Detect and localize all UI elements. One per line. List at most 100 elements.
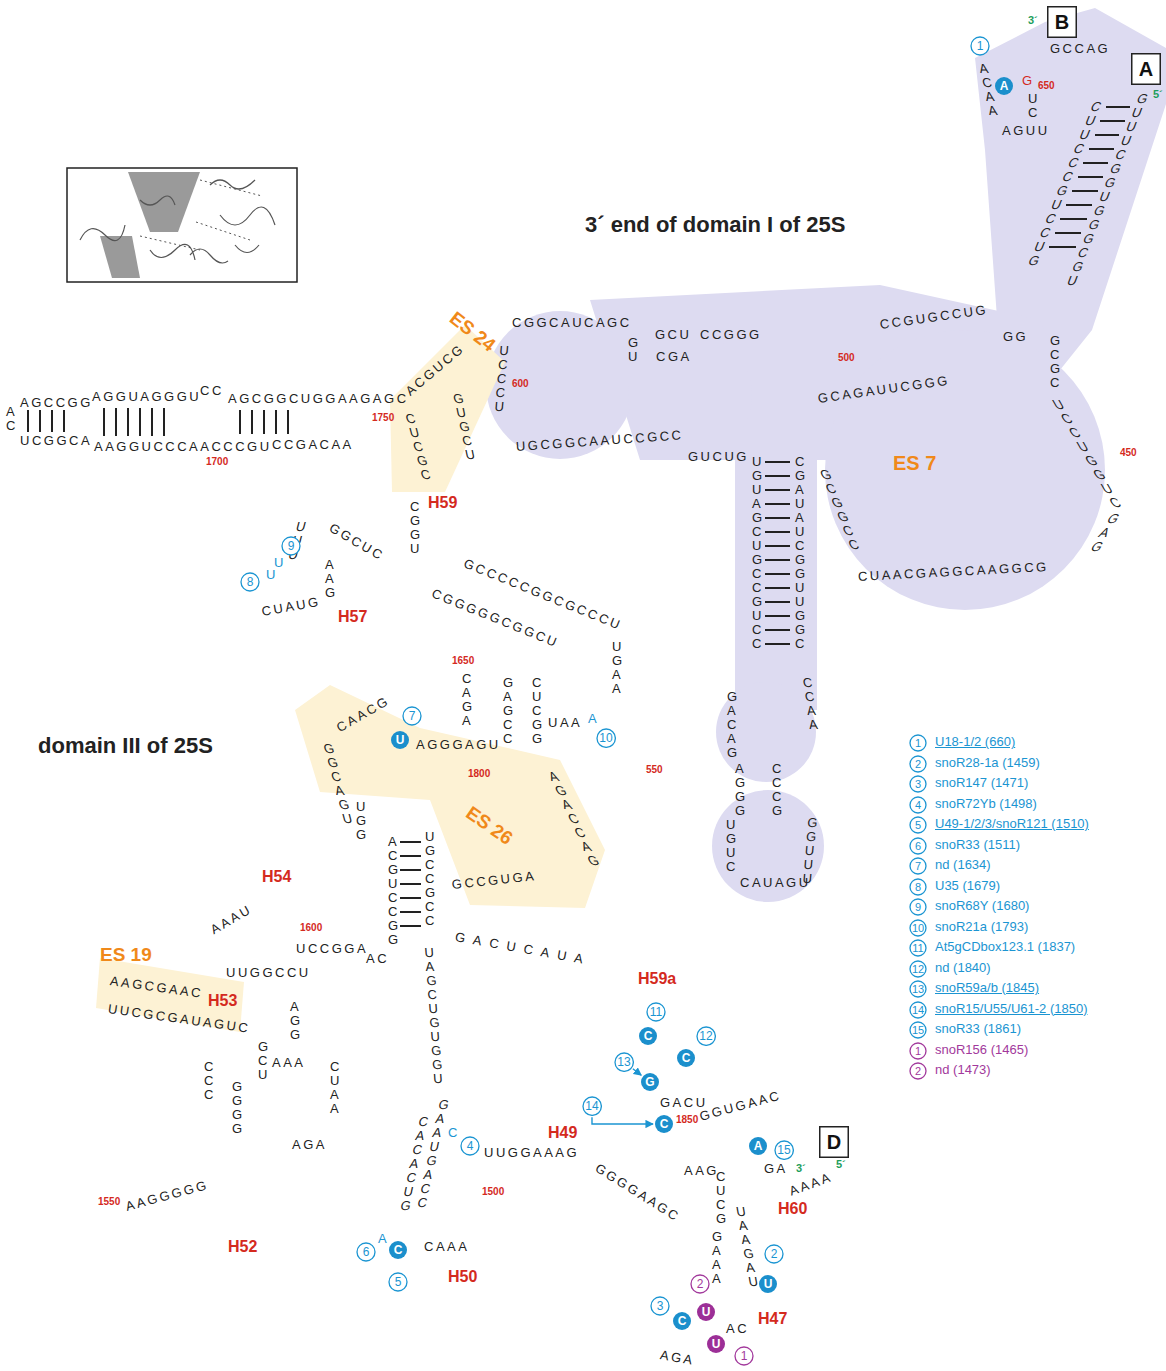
modified-nucleotide: C xyxy=(638,1026,658,1046)
circle-shape xyxy=(241,573,259,591)
legend-entry: snoR21a (1793) xyxy=(935,920,1028,935)
modified-nucleotide-text: C xyxy=(394,1244,403,1256)
sequence-segment: AAAA xyxy=(787,1170,834,1199)
legend-swatch-ring xyxy=(910,961,926,977)
sequence-segment: AGCGGCUGGAAGAGC xyxy=(228,392,409,407)
helix-label: H60 xyxy=(778,1200,807,1218)
callout-number-text: 13 xyxy=(617,1056,630,1068)
position-number: 550 xyxy=(646,764,663,776)
circle-shape xyxy=(775,1141,793,1159)
circle-shape xyxy=(697,1027,715,1045)
sequence-segment: AC xyxy=(366,952,389,967)
callout-number-text: 2 xyxy=(771,1248,778,1260)
modified-nucleotide-text: G xyxy=(645,1076,654,1088)
position-number: 1500 xyxy=(482,1186,504,1198)
inset-thumbnail xyxy=(67,168,297,282)
legend-swatch-ring xyxy=(910,899,926,915)
callout-arrow xyxy=(592,1117,653,1124)
expansion-segment-label: ES 7 xyxy=(893,452,936,475)
circle-shape xyxy=(615,1053,633,1071)
callout-number: 11 xyxy=(646,1002,666,1022)
legend-entry: snoR72Yb (1498) xyxy=(935,797,1037,812)
sequence-segment: CGGCAUCAGC xyxy=(512,316,632,331)
helix-label: H49 xyxy=(548,1124,577,1142)
legend-swatch-ring xyxy=(910,879,926,895)
sequence-segment: CCCG xyxy=(772,762,773,818)
circle-shape xyxy=(639,1027,657,1045)
circle-shape xyxy=(765,1245,783,1263)
sequence-segment: CUAA xyxy=(330,1060,331,1116)
circle-shape xyxy=(357,1243,375,1261)
legend-number: 2 xyxy=(915,1066,921,1077)
legend-swatch-ring xyxy=(910,838,926,854)
callout-number-text: 7 xyxy=(409,710,416,722)
modified-nucleotide: U xyxy=(390,730,410,750)
circle-shape xyxy=(707,1335,725,1353)
callout-number-text: 3 xyxy=(657,1300,664,1312)
strand-end-box-text: D xyxy=(827,1132,841,1152)
legend-entry: nd (1840) xyxy=(935,961,991,976)
sequence-segment: UGAA xyxy=(612,640,613,696)
strand-end-label: 5´ xyxy=(836,1158,846,1171)
strand-end-box: B xyxy=(1047,6,1077,38)
legend-entry: snoR33 (1511) xyxy=(935,838,1020,853)
circle-shape xyxy=(995,77,1013,95)
sequence-segment: CUCGG xyxy=(532,676,533,746)
circle-shape xyxy=(597,729,615,747)
modified-nucleotide: A xyxy=(994,76,1014,96)
sequence-segment: GGUGAAC xyxy=(698,1089,783,1125)
sequence-segment: CAGA xyxy=(462,672,463,728)
legend-swatch-ring xyxy=(910,817,926,833)
circle-shape xyxy=(677,1049,695,1067)
circle-shape xyxy=(461,1137,479,1155)
box-border xyxy=(1048,7,1077,38)
callout-number-text: 10 xyxy=(599,732,612,744)
callout-number: 14 xyxy=(582,1096,602,1116)
legend-entry: At5gCDbox123.1 (1837) xyxy=(935,940,1075,955)
modified-nucleotide: C xyxy=(388,1240,408,1260)
sequence-segment: CGAUAUCGGUUGGC xyxy=(795,455,796,651)
sequence-segment: UGUAGCUGCCGUCC xyxy=(752,455,753,651)
helix-label: H52 xyxy=(228,1238,257,1256)
callout-number-text: 5 xyxy=(395,1276,402,1288)
callout-arrow xyxy=(633,1069,641,1075)
legend-swatch-ring xyxy=(910,858,926,874)
circle-shape xyxy=(391,731,409,749)
helix-label: H59a xyxy=(638,970,676,988)
sequence-segment: CCGGG xyxy=(700,328,762,343)
position-number: 600 xyxy=(512,378,529,390)
callout-number-text: 4 xyxy=(467,1140,474,1152)
modified-nucleotide-text: U xyxy=(396,734,405,746)
sequence-segment: AAGGUCCCAACCCGU xyxy=(94,440,272,455)
sequence-segment: AGGG xyxy=(735,762,736,818)
marked-nucleotide: U xyxy=(266,568,275,583)
modified-nucleotide: G xyxy=(640,1072,660,1092)
circle-shape xyxy=(651,1297,669,1315)
helix-label: H54 xyxy=(262,868,291,886)
marked-nucleotide: A xyxy=(378,1232,387,1247)
callout-number: 13 xyxy=(614,1052,634,1072)
sequence-segment: AGA xyxy=(292,1138,327,1153)
modified-nucleotide: C xyxy=(654,1114,674,1134)
expansion-shading xyxy=(96,325,605,1032)
callout-number-text: 8 xyxy=(247,576,254,588)
base-pair-bars xyxy=(28,107,1130,926)
marked-nucleotide: U xyxy=(274,556,283,571)
legend-entry: snoR15/U55/U61-2 (1850) xyxy=(935,1002,1087,1017)
sequence-segment: CUAUG xyxy=(261,595,322,620)
legend-swatch-ring xyxy=(910,940,926,956)
callout-number: 5 xyxy=(388,1272,408,1292)
legend-swatch-ring xyxy=(910,776,926,792)
callout-number: 2 xyxy=(690,1274,710,1294)
callout-number: 3 xyxy=(650,1296,670,1316)
position-number: 1850 xyxy=(676,1114,698,1126)
legend-number: 1 xyxy=(915,738,921,749)
strand-end-box-text: B xyxy=(1055,12,1069,32)
sequence-segment: UAGCUGUGGU xyxy=(424,946,435,1086)
box-border xyxy=(820,1127,849,1158)
legend-swatch-ring xyxy=(910,920,926,936)
sequence-segment: CGA xyxy=(656,350,692,365)
strand-end-label: 5´ xyxy=(1153,88,1163,101)
circle-shape xyxy=(691,1275,709,1293)
legend-entry: snoR59a/b (1845) xyxy=(935,981,1039,996)
